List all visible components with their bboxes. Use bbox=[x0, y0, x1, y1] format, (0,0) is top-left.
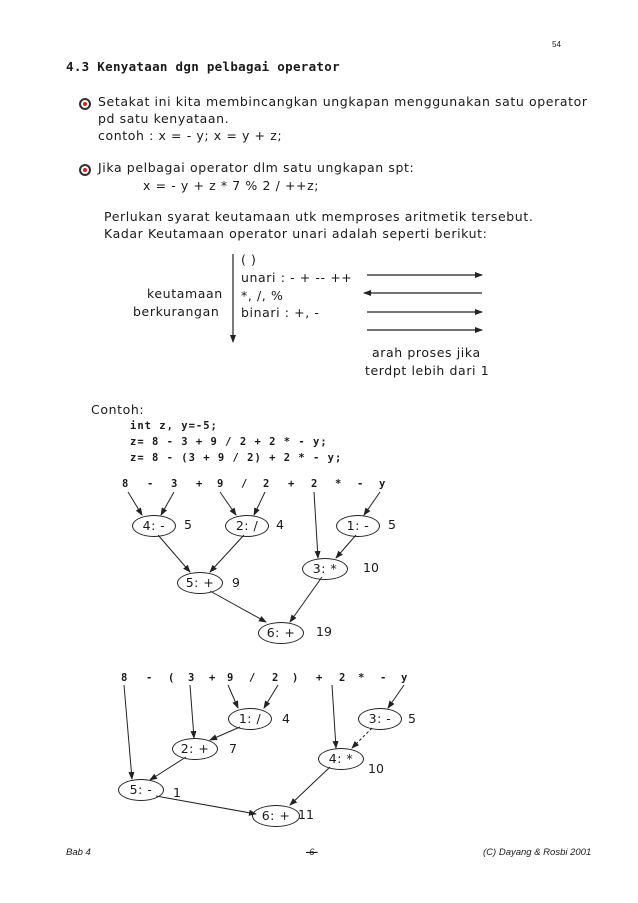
tree1-token: - bbox=[147, 478, 154, 490]
t2-edge-n1-n2 bbox=[209, 726, 241, 741]
tree2-node-1-value: 4 bbox=[282, 711, 290, 726]
t1-edge-8 bbox=[127, 491, 143, 516]
tree2-token: 2 bbox=[339, 672, 346, 684]
tree2-node-2-plus: 2: + bbox=[172, 738, 218, 760]
bullet1-line3: contoh : x = - y; x = y + z; bbox=[98, 128, 283, 143]
tree2-node-6-plus: 6: + bbox=[252, 805, 300, 827]
tree2-node-4-value: 10 bbox=[368, 761, 384, 776]
precedence-row-parens: ( ) bbox=[241, 252, 257, 267]
tree2-node-5-value: 1 bbox=[173, 785, 181, 800]
tree1-token: 2 bbox=[263, 478, 270, 490]
footer-chapter: Bab 4 bbox=[66, 847, 91, 858]
page-number: 54 bbox=[552, 40, 561, 49]
direction-note-line1: arah proses jika bbox=[372, 345, 481, 360]
t2-edge-y bbox=[387, 684, 405, 709]
bullet2-expression: x = - y + z * 7 % 2 / ++z; bbox=[143, 178, 320, 193]
t2-edge-2a bbox=[263, 684, 279, 709]
tree1-node-4-value: 5 bbox=[184, 517, 192, 532]
tree2-token: 9 bbox=[227, 672, 234, 684]
precedence-row-binary: binari : +, - bbox=[241, 305, 320, 320]
precedence-row-muldiv: *, /, % bbox=[241, 288, 284, 303]
tree1-token: 2 bbox=[311, 478, 318, 490]
tree1-token: 8 bbox=[122, 478, 129, 490]
tree1-node-6-value: 19 bbox=[316, 624, 332, 639]
tree2-node-3-minus: 3: - bbox=[358, 708, 402, 730]
para-line2: Kadar Keutamaan operator unari adalah se… bbox=[104, 226, 488, 241]
t1-edge-n2-n5 bbox=[209, 534, 245, 573]
tree1-token: - bbox=[357, 478, 364, 490]
tree2-token: + bbox=[316, 672, 323, 684]
tree1-node-2-value: 4 bbox=[276, 517, 284, 532]
tree1-token: 3 bbox=[171, 478, 178, 490]
t2-edge-n4-n6 bbox=[289, 766, 331, 806]
tree2-token: 8 bbox=[121, 672, 128, 684]
tree1-node-1-value: 5 bbox=[388, 517, 396, 532]
t2-edge-n5-n6 bbox=[155, 795, 257, 816]
tree1-token: y bbox=[379, 478, 386, 490]
tree2-token: - bbox=[146, 672, 153, 684]
tree2-node-4-multiply: 4: * bbox=[318, 748, 364, 770]
tree2-token: / bbox=[249, 672, 256, 684]
footer-copyright: (C) Dayang & Rosbi 2001 bbox=[483, 847, 592, 858]
direction-note-line2: terdpt lebih dari 1 bbox=[365, 363, 490, 378]
tree1-node-6-plus: 6: + bbox=[258, 622, 304, 644]
precedence-side-label2: berkurangan bbox=[133, 304, 220, 319]
t2-edge-9 bbox=[227, 684, 239, 709]
tree1-node-5-plus: 5: + bbox=[177, 572, 223, 594]
t1-edge-n4-n5 bbox=[157, 534, 191, 573]
tree1-node-2-divide: 2: / bbox=[225, 515, 269, 537]
example-code-line1: int z, y=-5; bbox=[130, 420, 218, 432]
tree2-token: ) bbox=[292, 672, 299, 684]
t1-edge-n1-n3 bbox=[335, 534, 357, 559]
t1-edge-2a bbox=[253, 491, 266, 516]
t2-edge-3 bbox=[189, 684, 197, 739]
bullet2-line1: Jika pelbagai operator dlm satu ungkapan… bbox=[98, 160, 415, 175]
precedence-side-label1: keutamaan bbox=[147, 286, 223, 301]
tree2-token: - bbox=[380, 672, 387, 684]
t1-edge-9 bbox=[219, 491, 237, 516]
tree1-node-5-value: 9 bbox=[232, 575, 240, 590]
bullet1-line2: pd satu kenyataan. bbox=[98, 111, 230, 126]
tree1-token: 9 bbox=[217, 478, 224, 490]
tree2-token: ( bbox=[168, 672, 175, 684]
t2-edge-n3-n4 bbox=[351, 727, 373, 749]
t2-edge-2b bbox=[331, 684, 339, 749]
tree2-token: 3 bbox=[188, 672, 195, 684]
bullet1-line1: Setakat ini kita membincangkan ungkapan … bbox=[98, 94, 588, 109]
tree2-token: + bbox=[209, 672, 216, 684]
example-code-line3: z= 8 - (3 + 9 / 2) + 2 * - y; bbox=[130, 452, 343, 464]
tree1-token: / bbox=[241, 478, 248, 490]
tree1-token: * bbox=[335, 478, 342, 490]
t1-edge-3 bbox=[160, 491, 175, 516]
tree1-node-3-multiply: 3: * bbox=[302, 558, 348, 580]
tree2-node-1-divide: 1: / bbox=[228, 708, 272, 730]
t1-edge-n5-n6 bbox=[209, 590, 267, 623]
tree2-node-3-value: 5 bbox=[408, 711, 416, 726]
tree2-node-6-value: 11 bbox=[298, 807, 314, 822]
tree2-token: * bbox=[358, 672, 365, 684]
tree2-token: 2 bbox=[272, 672, 279, 684]
tree2-node-2-value: 7 bbox=[229, 741, 237, 756]
t1-edge-y bbox=[363, 491, 381, 516]
bullet-icon bbox=[79, 164, 91, 176]
para-line1: Perlukan syarat keutamaan utk memproses … bbox=[104, 209, 534, 224]
tree1-token: + bbox=[196, 478, 203, 490]
tree1-token: + bbox=[288, 478, 295, 490]
t1-edge-n3-n6 bbox=[289, 576, 323, 623]
footer-page: -6- bbox=[306, 847, 318, 858]
t2-edge-8 bbox=[123, 684, 135, 780]
tree1-node-3-value: 10 bbox=[363, 560, 379, 575]
tree1-node-4-minus: 4: - bbox=[132, 515, 176, 537]
precedence-row-unary: unari : - + -- ++ bbox=[241, 270, 353, 285]
example-label: Contoh: bbox=[91, 402, 145, 417]
tree2-node-5-minus: 5: - bbox=[118, 779, 164, 801]
section-heading: 4.3 Kenyataan dgn pelbagai operator bbox=[66, 59, 340, 74]
example-code-line2: z= 8 - 3 + 9 / 2 + 2 * - y; bbox=[130, 436, 328, 448]
tree1-node-1-minus: 1: - bbox=[336, 515, 380, 537]
tree2-token: y bbox=[401, 672, 408, 684]
t1-edge-2b bbox=[313, 491, 321, 559]
t2-edge-n2-n5 bbox=[149, 756, 187, 781]
bullet-icon bbox=[79, 98, 91, 110]
